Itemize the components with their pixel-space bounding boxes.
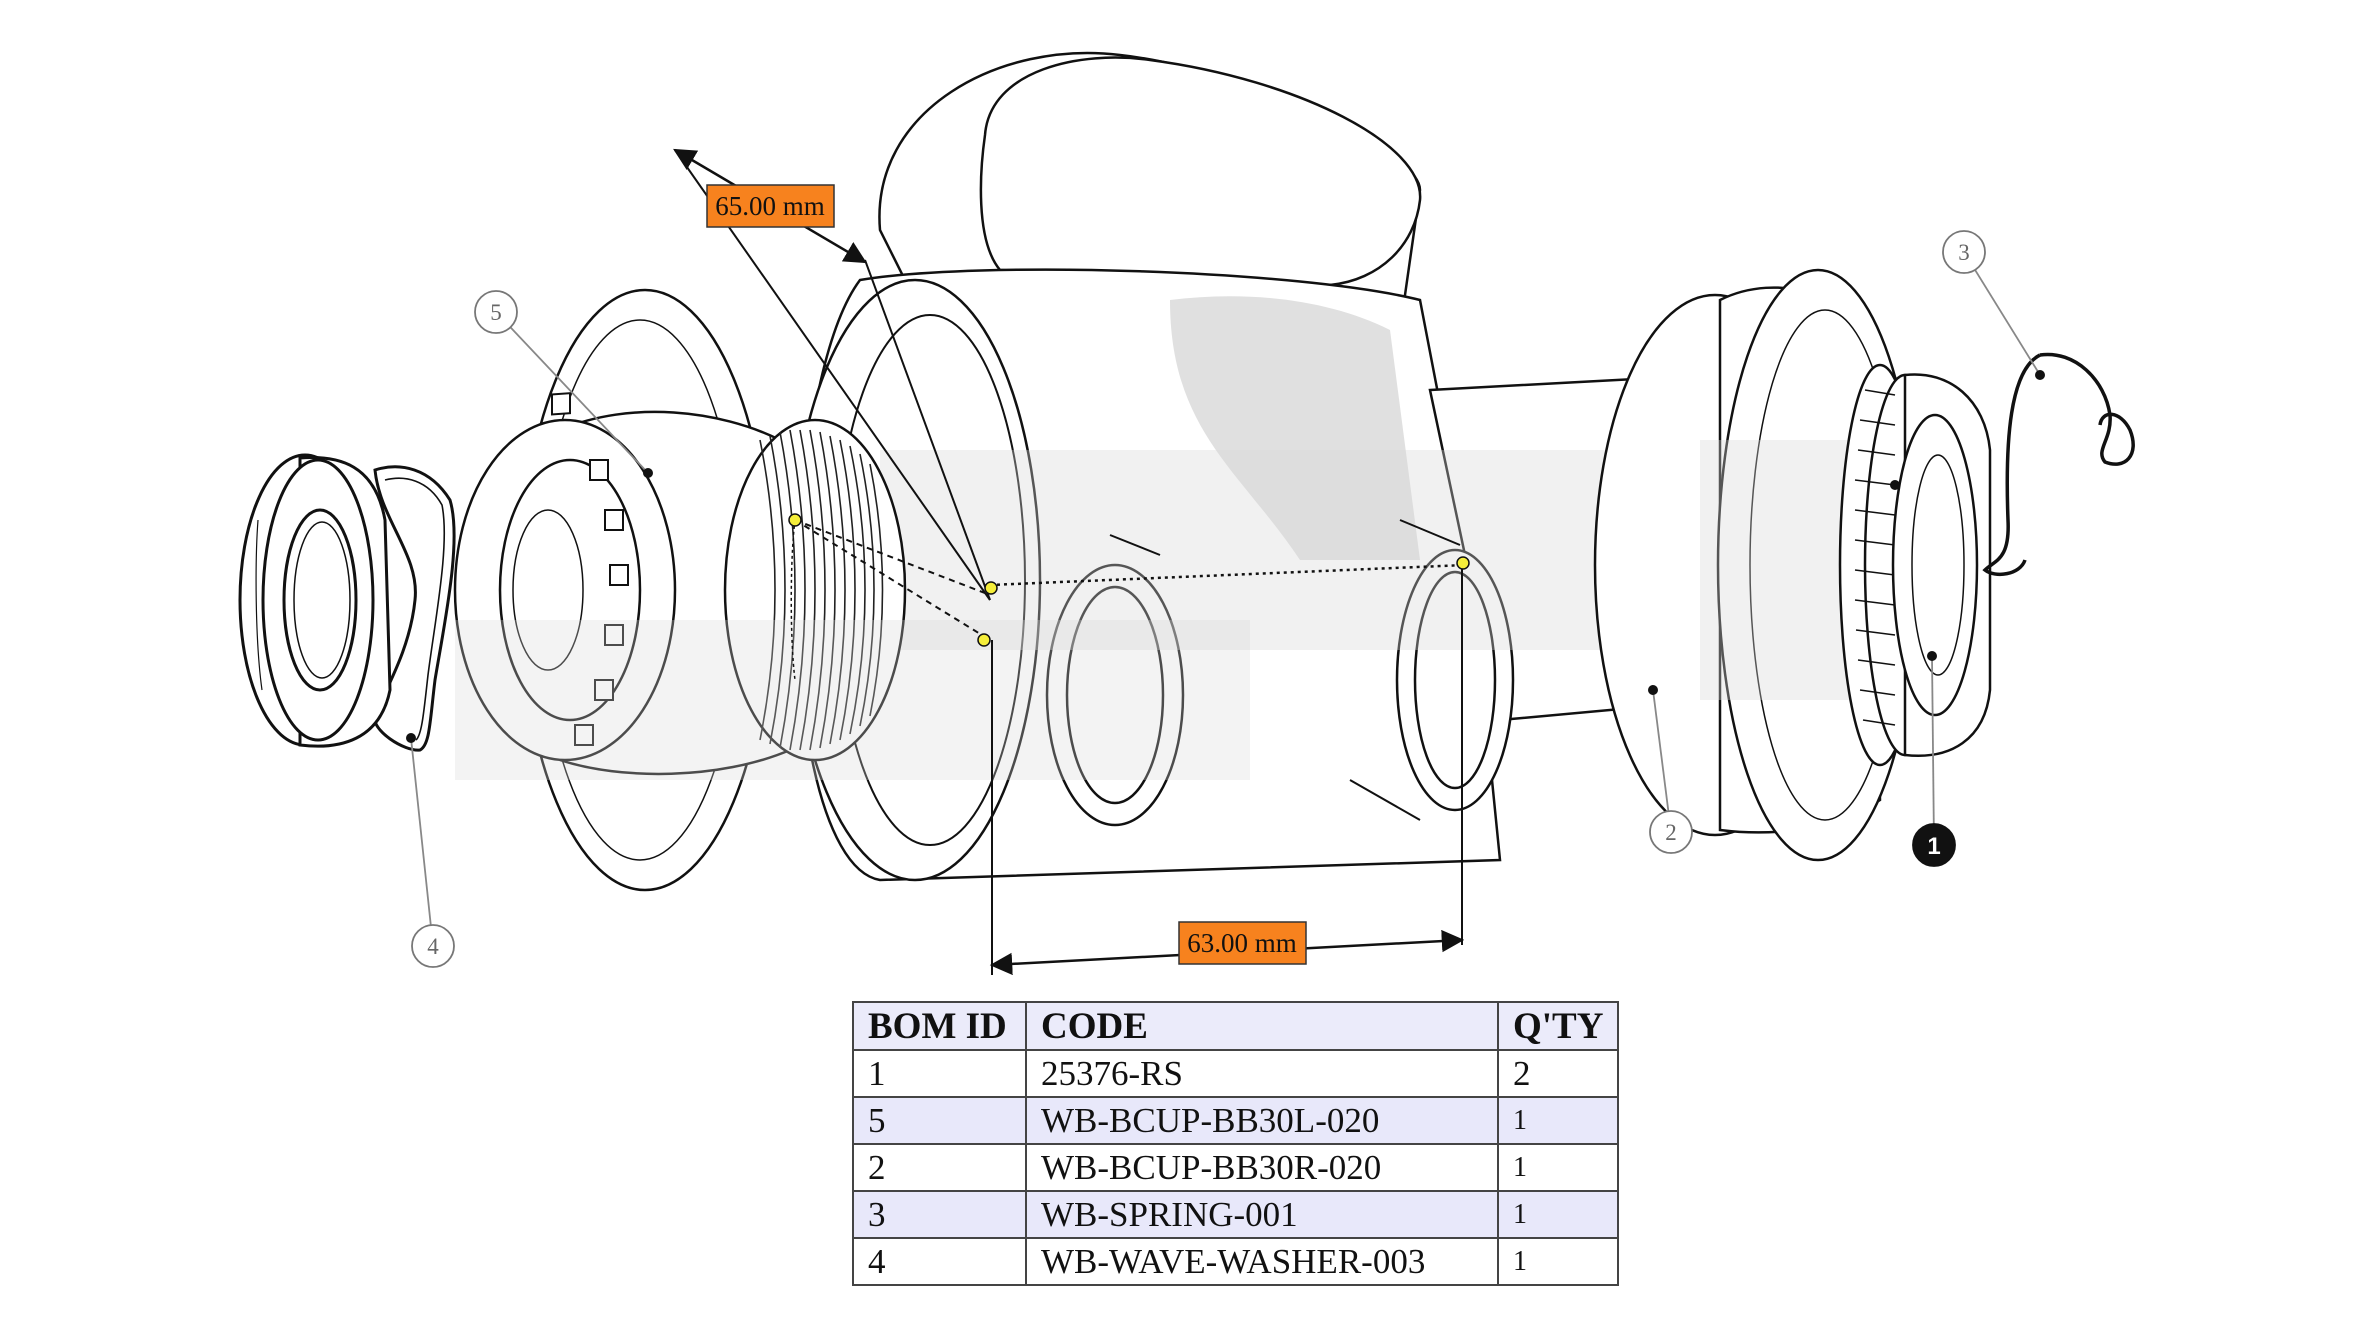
shell-port-right — [1395, 548, 1515, 812]
left-bearing-cup — [453, 288, 1250, 892]
seat-tube — [979, 56, 1422, 287]
bom-table: BOM ID CODE Q'TY 1 25376-RS 2 5 WB-BCUP-… — [852, 1001, 1620, 1286]
bom-header-qty: Q'TY — [1496, 1001, 1620, 1051]
leader-anchor-dots — [406, 370, 2045, 743]
dimension-label-bottom: 63.00 mm — [1178, 921, 1307, 965]
bom-qty-cell: 1 — [1496, 1096, 1620, 1145]
shell-port-left — [1045, 563, 1185, 827]
callout-4: 4 — [411, 924, 455, 968]
bom-qty-cell: 1 — [1496, 1143, 1620, 1192]
left-bearing — [238, 453, 392, 748]
bom-code-cell: WB-BCUP-BB30L-020 — [1025, 1096, 1499, 1145]
bom-header-code: CODE — [1025, 1001, 1499, 1051]
bom-id-cell: 1 — [852, 1049, 1027, 1098]
leader-lines — [410, 251, 2041, 947]
svg-text:3: 3 — [1958, 240, 1970, 265]
spring-clip — [1982, 352, 2135, 577]
bom-code-cell: 25376-RS — [1025, 1049, 1499, 1098]
callout-1: 1 — [1912, 823, 1956, 867]
bom-header-id: BOM ID — [852, 1001, 1027, 1051]
bom-qty-cell: 1 — [1496, 1237, 1620, 1286]
bom-qty-cell: 1 — [1496, 1190, 1620, 1239]
bom-id-cell: 3 — [852, 1190, 1027, 1239]
bom-code-cell: WB-SPRING-001 — [1025, 1190, 1499, 1239]
bom-id-cell: 4 — [852, 1237, 1027, 1286]
table-row: 2 WB-BCUP-BB30R-020 1 — [852, 1143, 1620, 1192]
bom-code-cell: WB-WAVE-WASHER-003 — [1025, 1237, 1499, 1286]
callout-5: 5 — [474, 290, 518, 334]
svg-text:5: 5 — [490, 300, 502, 325]
callout-3: 3 — [1942, 230, 1986, 274]
table-row: 3 WB-SPRING-001 1 — [852, 1190, 1620, 1239]
svg-text:1: 1 — [1927, 833, 1940, 860]
bom-qty-cell: 2 — [1496, 1049, 1620, 1098]
table-row: 1 25376-RS 2 — [852, 1049, 1620, 1098]
measure-point — [788, 513, 802, 527]
wave-washer — [373, 465, 456, 752]
measure-point — [977, 633, 991, 647]
bom-id-cell: 5 — [852, 1096, 1027, 1145]
callout-2: 2 — [1649, 810, 1693, 854]
measure-point — [1456, 556, 1470, 570]
measure-points — [788, 513, 1470, 647]
svg-text:2: 2 — [1665, 820, 1677, 845]
table-row: 5 WB-BCUP-BB30L-020 1 — [852, 1096, 1620, 1145]
bom-header-row: BOM ID CODE Q'TY — [852, 1001, 1620, 1051]
dimension-label-top: 65.00 mm — [706, 184, 835, 228]
right-bearing-cup — [1593, 268, 1992, 862]
bom-code-cell: WB-BCUP-BB30R-020 — [1025, 1143, 1499, 1192]
svg-text:63.00 mm: 63.00 mm — [1187, 928, 1297, 958]
measure-point — [984, 581, 998, 595]
svg-text:4: 4 — [427, 934, 439, 959]
bom-id-cell: 2 — [852, 1143, 1027, 1192]
table-row: 4 WB-WAVE-WASHER-003 1 — [852, 1237, 1620, 1286]
svg-text:65.00 mm: 65.00 mm — [715, 191, 825, 221]
